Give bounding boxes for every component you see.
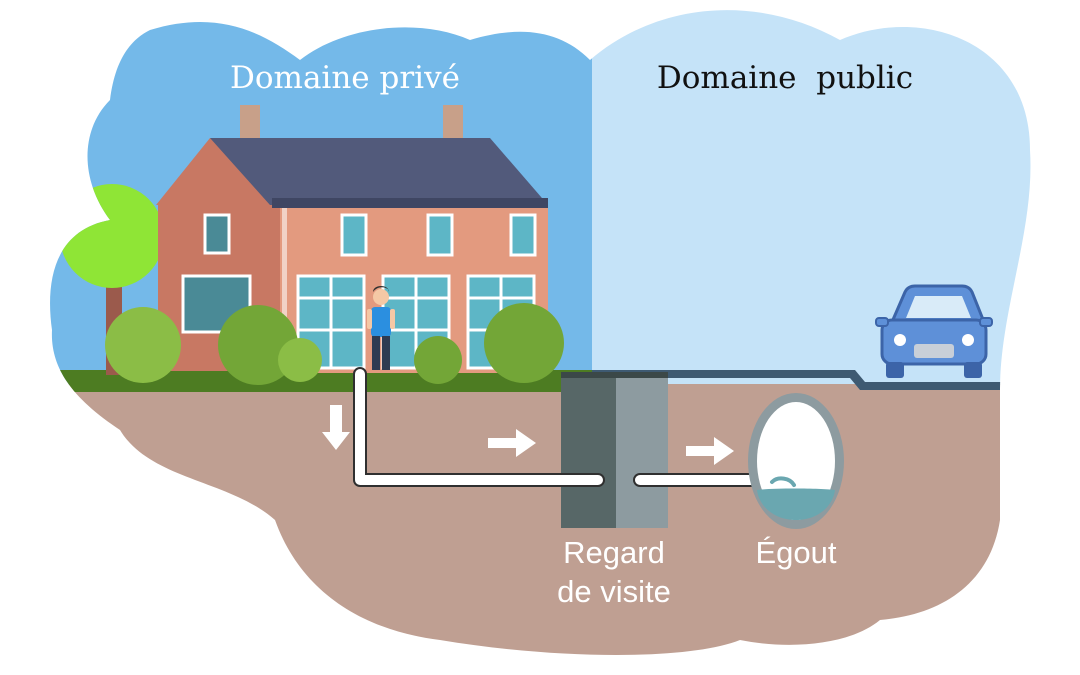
public-domain-label: Domaine public [657, 60, 913, 96]
flow-arrow-down [322, 405, 350, 450]
bush-1 [105, 307, 181, 383]
manhole-light-side [616, 376, 668, 528]
house-roof [210, 138, 548, 205]
house-drain-pipe-inner [355, 369, 603, 485]
person-figure [367, 286, 395, 370]
drain-pipe [282, 208, 287, 373]
grass-strip [50, 370, 592, 392]
flow-arrow-right-2 [686, 437, 734, 465]
road-surface [592, 370, 1031, 390]
bush-4 [414, 336, 462, 384]
manhole-cover [561, 372, 668, 378]
bush-3 [278, 338, 322, 382]
upper-window-2 [426, 213, 454, 257]
public-sky [592, 10, 1031, 385]
tree-canopy [60, 184, 164, 288]
bush-5 [484, 303, 564, 383]
house-left-gable [156, 138, 275, 205]
upper-window-1 [340, 213, 368, 257]
manhole-label-line2: de visite [557, 574, 671, 609]
flow-arrow-right-1 [488, 429, 536, 457]
car-icon [875, 284, 993, 378]
private-domain-label: Domaine privé [230, 60, 460, 96]
sewer-splash [770, 476, 796, 487]
bush-2 [218, 305, 298, 385]
soil [50, 384, 1031, 655]
manhole-dark-side [561, 376, 616, 528]
sewer-water [757, 488, 835, 520]
upper-window-3 [509, 213, 537, 257]
sewer-label: Égout [755, 535, 836, 570]
house-left-window-top [203, 213, 231, 255]
house-roof-edge [272, 198, 548, 208]
manhole-label-line1: Regard [563, 535, 665, 570]
